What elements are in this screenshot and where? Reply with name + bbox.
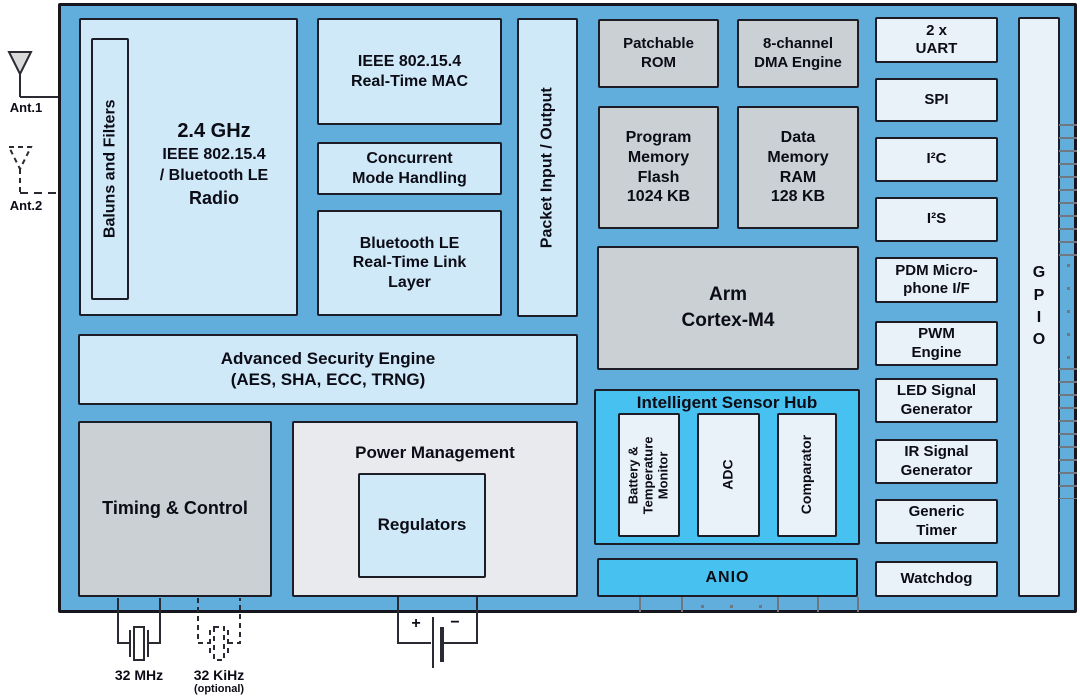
sensor-hub-title: Intelligent Sensor Hub (636, 393, 818, 412)
block-uart: 2 x UART (875, 17, 998, 63)
anio-pins-right (777, 597, 859, 612)
comparator-label: Comparator (798, 435, 815, 515)
adc-label: ADC (719, 459, 736, 491)
crystal-32mhz-icon (117, 598, 161, 661)
block-i2c: I²C (875, 137, 998, 182)
block-regulators: Regulators (358, 473, 486, 578)
crystal-32khz-label: 32 KiHz (193, 667, 245, 683)
gpio-pins-top (1059, 124, 1077, 257)
antenna-2-label: Ant.2 (9, 198, 43, 213)
power-management-label: Power Management (355, 443, 515, 462)
crystal-32mhz-label: 32 MHz (114, 667, 164, 683)
block-baluns-filters: Baluns and Filters (91, 38, 129, 300)
block-pdm-microphone: PDM Micro- phone I/F (875, 257, 998, 303)
block-data-ram: Data Memory RAM 128 KB (737, 106, 859, 229)
battery-minus-label: − (450, 614, 460, 631)
block-battery-temp-monitor: Battery & Temperature Monitor (618, 413, 680, 537)
block-pwm-engine: PWM Engine (875, 321, 998, 366)
baluns-filters-label: Baluns and Filters (101, 99, 119, 239)
block-program-flash: Program Memory Flash 1024 KB (598, 106, 719, 229)
block-packet-io: Packet Input / Output (517, 18, 578, 317)
gpio-pins-ellipsis (1067, 264, 1070, 362)
block-security-engine: Advanced Security Engine (AES, SHA, ECC,… (78, 334, 578, 405)
block-concurrent-mode: Concurrent Mode Handling (317, 142, 502, 195)
gpio-pins-bottom (1059, 368, 1077, 499)
block-patchable-rom: Patchable ROM (598, 19, 719, 88)
block-btle-link-layer: Bluetooth LE Real-Time Link Layer (317, 210, 502, 316)
block-dma-engine: 8-channel DMA Engine (737, 19, 859, 88)
block-arm-cortex-m4: Arm Cortex-M4 (597, 246, 859, 370)
battery-temp-monitor-label: Battery & Temperature Monitor (625, 436, 671, 514)
block-gpio: G P I O (1018, 17, 1060, 597)
block-comparator: Comparator (777, 413, 837, 537)
block-i2s: I²S (875, 197, 998, 242)
radio-standard: IEEE 802.15.4 (162, 146, 266, 163)
crystal-32khz-note: (optional) (193, 683, 245, 695)
anio-pins-left (639, 597, 685, 612)
crystal-32khz-icon (197, 598, 241, 661)
battery-plus-label: + (411, 615, 421, 632)
block-realtime-mac: IEEE 802.15.4 Real-Time MAC (317, 18, 502, 125)
radio-name: Radio (188, 188, 239, 208)
block-timing-control: Timing & Control (78, 421, 272, 597)
radio-freq: 2.4 GHz (177, 120, 251, 142)
block-ir-signal-generator: IR Signal Generator (875, 439, 998, 484)
block-generic-timer: Generic Timer (875, 499, 998, 544)
radio-bluetooth: / Bluetooth LE (159, 167, 269, 184)
block-led-signal-generator: LED Signal Generator (875, 378, 998, 423)
block-anio: ANIO (597, 558, 858, 597)
block-adc: ADC (697, 413, 760, 537)
radio-label: 2.4 GHz IEEE 802.15.4 / Bluetooth LE Rad… (132, 120, 296, 209)
block-spi: SPI (875, 78, 998, 122)
battery-icon (397, 597, 478, 668)
packet-io-label: Packet Input / Output (538, 87, 556, 248)
antenna-1-label: Ant.1 (9, 100, 43, 115)
block-watchdog: Watchdog (875, 561, 998, 597)
anio-pins-ellipsis (701, 605, 763, 608)
